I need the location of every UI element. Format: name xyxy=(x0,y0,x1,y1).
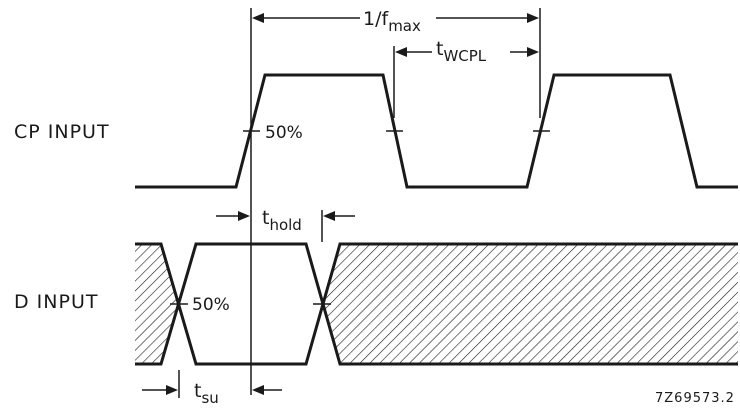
d-invalid-region-left xyxy=(135,244,179,364)
period-label: 1/fmax xyxy=(363,8,421,35)
figure-reference: 7Z69573.2 xyxy=(655,391,735,406)
clock-low-width-arrow xyxy=(395,47,539,57)
clock-low-width-label: tWCPL xyxy=(436,38,487,65)
cp-input-label: CP INPUT xyxy=(14,121,110,143)
d-threshold-label: 50% xyxy=(192,295,230,315)
d-invalid-region-right xyxy=(322,244,738,364)
hold-time-arrows xyxy=(216,211,355,221)
d-input-label: D INPUT xyxy=(14,291,98,313)
cp-threshold-label: 50% xyxy=(265,123,303,143)
cp-waveform xyxy=(135,73,738,189)
setup-time-arrows xyxy=(142,385,282,395)
reference-lines xyxy=(178,8,541,398)
hold-time-label: thold xyxy=(262,207,302,234)
period-dimension-arrow xyxy=(252,13,539,23)
setup-time-label: tsu xyxy=(194,380,219,407)
